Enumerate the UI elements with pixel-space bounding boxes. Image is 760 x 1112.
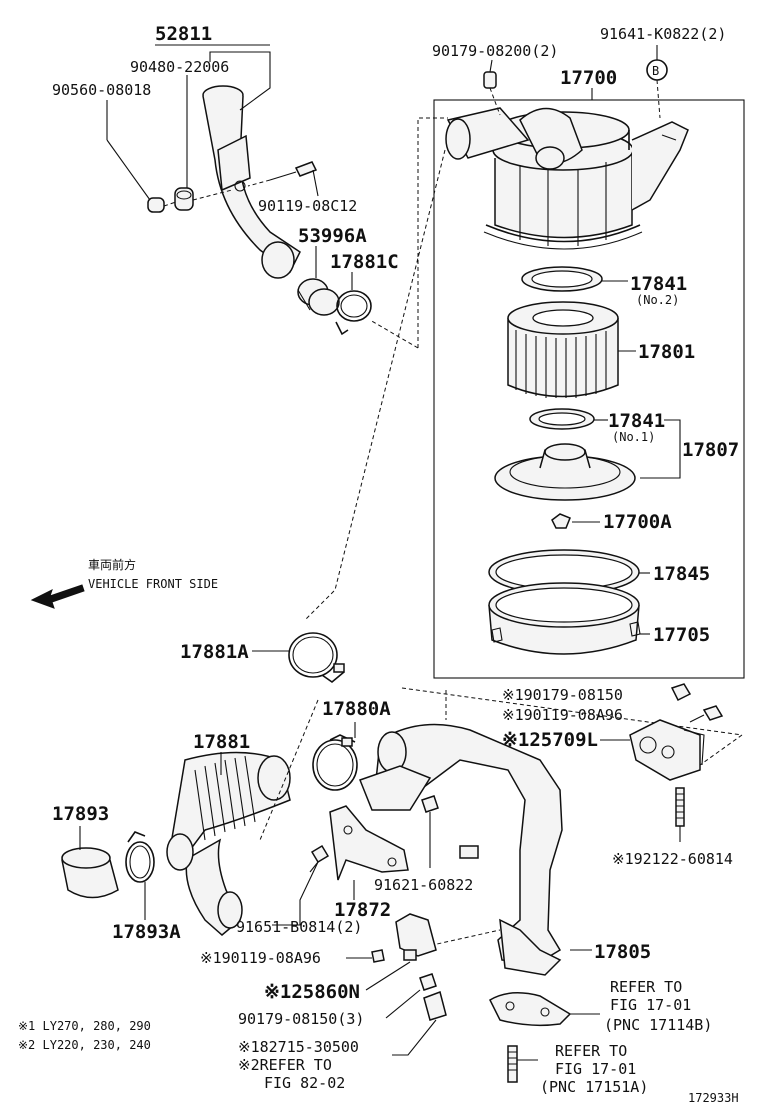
stud-ref-17151a <box>507 1045 518 1083</box>
clip-17700a <box>551 513 571 529</box>
bracket-17872 <box>329 805 409 881</box>
air-hose-17881 <box>166 751 291 936</box>
gasket-17841-no2 <box>521 266 603 292</box>
label-vehicle-front-jp: 車両前方 <box>88 557 136 572</box>
cap-17893 <box>61 847 119 899</box>
stud-92122-60814 <box>675 787 685 827</box>
label-91641-k0822: 91641-K0822(2) <box>600 25 726 43</box>
label-vehicle-front-side: VEHICLE FRONT SIDE <box>88 577 218 591</box>
cover-17807 <box>494 443 636 501</box>
label-circle-b: B <box>652 64 659 78</box>
intake-pipe-52811 <box>202 85 301 279</box>
label-90480-22006: 90480-22006 <box>130 58 229 76</box>
label-17841-no1: 17841 <box>608 410 665 432</box>
label-82715-fig: FIG 82-02 <box>264 1074 345 1092</box>
air-filter-element-17801 <box>507 301 619 398</box>
hose-clamp-17881a <box>288 632 345 684</box>
figure-id: 172933H <box>688 1091 739 1105</box>
note-variant-2: ※2 LY220, 230, 240 <box>18 1038 151 1052</box>
nut-90179-08150-lower <box>419 973 437 991</box>
bolt-90119-08a96-lower <box>371 949 385 963</box>
label-17893: 17893 <box>52 803 109 825</box>
label-25709l: ※125709L <box>502 729 598 751</box>
label-25860n: ※125860N <box>264 981 360 1003</box>
label-17881: 17881 <box>193 731 250 753</box>
label-ref2-refer: REFER TO <box>555 1042 627 1060</box>
label-53996a: 53996A <box>298 225 367 247</box>
label-90119-08a96-lower: ※190119-08A96 <box>200 949 321 967</box>
label-ref1-fig: FIG 17-01 <box>610 996 691 1014</box>
vsv-25860n <box>395 913 437 961</box>
gasket-ref-17114b <box>489 992 572 1027</box>
label-17893a: 17893A <box>112 921 181 943</box>
label-17872: 17872 <box>334 899 391 921</box>
label-17700a: 17700A <box>603 511 672 533</box>
label-17841-no2: 17841 <box>630 273 687 295</box>
hose-clamp-17880a <box>312 734 358 791</box>
label-17881a: 17881A <box>180 641 249 663</box>
hose-clamp-17881c <box>335 290 372 336</box>
label-17705: 17705 <box>653 624 710 646</box>
label-90119-08c12: 90119-08C12 <box>258 197 357 215</box>
vehicle-front-arrow-icon <box>30 584 85 609</box>
note-variant-1: ※1 LY270, 280, 290 <box>18 1019 151 1033</box>
bolt-91651-b0814 <box>309 844 330 873</box>
label-17881c: 17881C <box>330 251 399 273</box>
lower-case-17705 <box>488 582 641 655</box>
label-90179-08150-right: ※190179-08150 <box>502 686 623 704</box>
label-ref1-pnc: (PNC 17114B) <box>604 1016 712 1034</box>
label-17845: 17845 <box>653 563 710 585</box>
label-90560-08018: 90560-08018 <box>52 81 151 99</box>
label-90179-08150-lower: 90179-08150(3) <box>238 1010 364 1028</box>
nut-90179-08150-right <box>670 683 692 702</box>
label-17805: 17805 <box>594 941 651 963</box>
label-90119-08a96-right: ※190119-08A96 <box>502 706 623 724</box>
collar-53996a <box>297 278 340 316</box>
intake-pipe-17805 <box>359 723 563 976</box>
assembly-frame-17700 <box>433 99 745 679</box>
vsv-25709l <box>629 719 705 781</box>
seal-ring-17845 <box>488 549 640 595</box>
plug-90560-08018 <box>147 197 165 213</box>
label-17807: 17807 <box>682 439 739 461</box>
label-82715-refer: ※2REFER TO <box>238 1056 332 1074</box>
bolt-91621-60822 <box>421 795 439 868</box>
label-ref1-refer: REFER TO <box>610 978 682 996</box>
hose-clamp-17893a <box>125 831 155 883</box>
label-17700: 17700 <box>560 67 617 89</box>
label-ref2-pnc: (PNC 17151A) <box>540 1078 648 1096</box>
label-17841-no2-sub: (No.2) <box>636 293 679 307</box>
label-91621-60822: 91621-60822 <box>374 876 473 894</box>
bolt-90119-08a96-right <box>689 705 724 723</box>
label-17880a: 17880A <box>322 698 391 720</box>
nut-90179-08200 <box>483 71 497 89</box>
gasket-17841-no1 <box>529 408 595 430</box>
label-90179-08200: 90179-08200(2) <box>432 42 558 60</box>
label-17841-no1-sub: (No.1) <box>612 430 655 444</box>
grommet-90480-22006 <box>174 187 194 211</box>
label-ref2-fig: FIG 17-01 <box>555 1060 636 1078</box>
label-52811: 52811 <box>155 23 212 45</box>
label-82715-30500: ※182715-30500 <box>238 1038 359 1056</box>
label-17801: 17801 <box>638 341 695 363</box>
bolt-90119-08c12 <box>269 161 318 181</box>
bracket-82715-30500 <box>423 991 447 1021</box>
air-cleaner-upper-case <box>445 107 689 250</box>
label-92122-60814: ※192122-60814 <box>612 850 733 868</box>
label-91651-b0814: 91651-B0814(2) <box>236 918 362 936</box>
